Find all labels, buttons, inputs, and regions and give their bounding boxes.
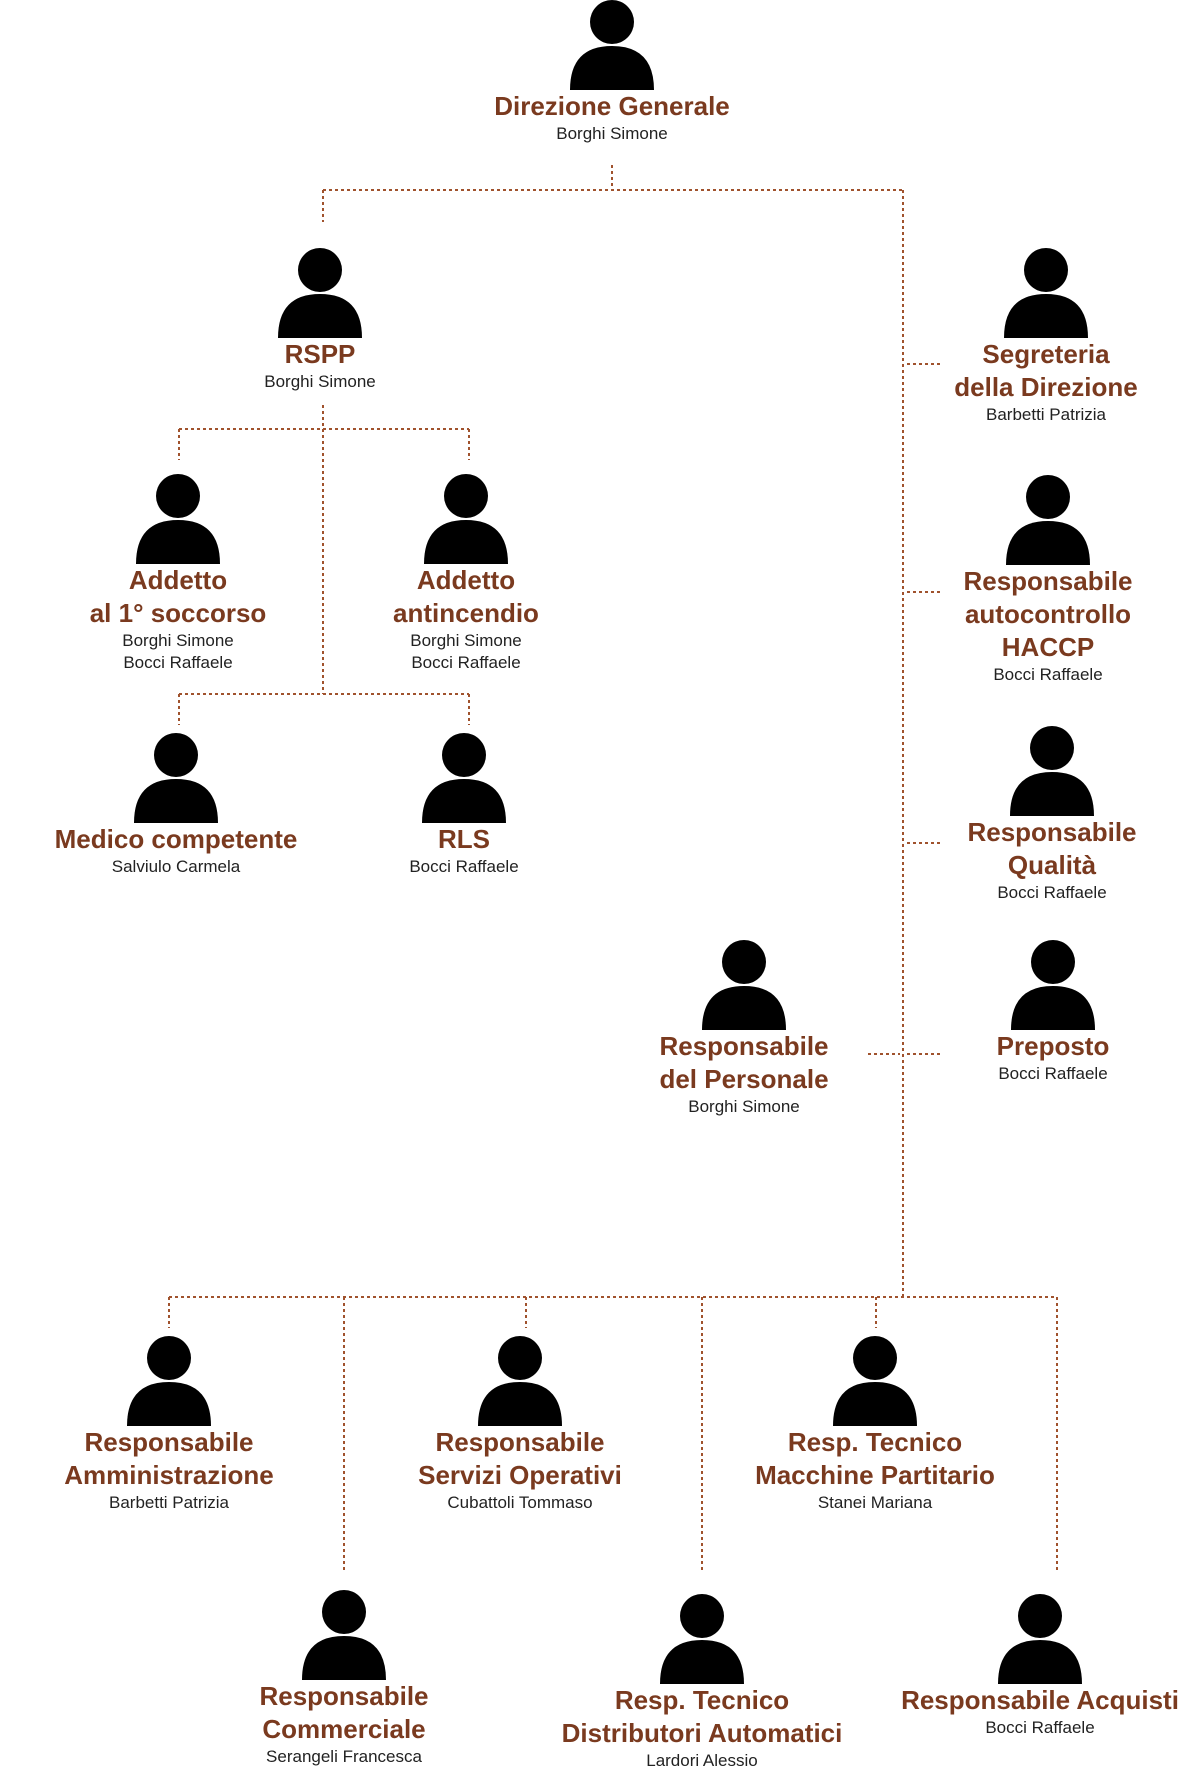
node-addetto-soccorso: Addetto al 1° soccorso Borghi Simone Boc… xyxy=(18,474,338,674)
node-person: Borghi Simone xyxy=(410,631,522,650)
node-person: Bocci Raffaele xyxy=(997,883,1107,902)
node-title: Resp. Tecnico Macchine Partitario xyxy=(755,1427,995,1490)
node-title: Resp. Tecnico Distributori Automatici xyxy=(561,1685,843,1748)
node-title: Responsabile Acquisti xyxy=(901,1685,1179,1715)
node-preposto: Preposto Bocci Raffaele xyxy=(893,940,1200,1085)
node-rspp: RSPP Borghi Simone xyxy=(160,248,480,393)
node-title: Addetto antincendio xyxy=(393,565,539,628)
person-icon xyxy=(422,733,506,823)
node-title: Preposto xyxy=(996,1031,1110,1061)
node-person: Borghi Simone xyxy=(264,372,376,391)
node-title: RLS xyxy=(438,824,490,854)
node-person: Barbetti Patrizia xyxy=(986,405,1106,424)
node-person: Cubattoli Tommaso xyxy=(447,1493,593,1512)
node-person: Stanei Mariana xyxy=(817,1493,933,1512)
node-tecnico-macchine: Resp. Tecnico Macchine Partitario Stanei… xyxy=(715,1336,1035,1514)
node-personale: Responsabile del Personale Borghi Simone xyxy=(584,940,904,1118)
person-icon xyxy=(1010,726,1094,816)
node-person: Bocci Raffaele xyxy=(123,653,233,672)
node-direzione-generale: Direzione Generale Borghi Simone xyxy=(452,0,772,145)
person-icon xyxy=(278,248,362,338)
person-icon xyxy=(127,1336,211,1426)
node-person: Salviulo Carmela xyxy=(111,857,241,876)
node-rls: RLS Bocci Raffaele xyxy=(304,733,624,878)
person-icon xyxy=(998,1594,1082,1684)
node-person: Barbetti Patrizia xyxy=(109,1493,229,1512)
node-title: Responsabile Amministrazione xyxy=(64,1427,274,1490)
node-person: Lardori Alessio xyxy=(646,1751,758,1770)
node-commerciale: Responsabile Commerciale Serangeli Franc… xyxy=(184,1590,504,1768)
person-icon xyxy=(302,1590,386,1680)
node-segreteria: Segreteria della Direzione Barbetti Patr… xyxy=(886,248,1200,426)
node-person: Serangeli Francesca xyxy=(266,1747,422,1766)
node-servizi-operativi: Responsabile Servizi Operativi Cubattoli… xyxy=(360,1336,680,1514)
node-person: Borghi Simone xyxy=(688,1097,800,1116)
node-tecnico-distributori: Resp. Tecnico Distributori Automatici La… xyxy=(542,1594,862,1772)
node-title: Responsabile Servizi Operativi xyxy=(418,1427,622,1490)
node-title: Responsabile Commerciale xyxy=(259,1681,429,1744)
node-person: Borghi Simone xyxy=(556,124,668,143)
person-icon xyxy=(1006,475,1090,565)
person-icon xyxy=(1004,248,1088,338)
person-icon xyxy=(660,1594,744,1684)
node-person: Borghi Simone xyxy=(122,631,234,650)
node-person: Bocci Raffaele xyxy=(993,665,1103,684)
node-person: Bocci Raffaele xyxy=(411,653,521,672)
node-title: Responsabile Qualità xyxy=(967,817,1137,880)
person-icon xyxy=(134,733,218,823)
node-title: Addetto al 1° soccorso xyxy=(89,565,267,628)
person-icon xyxy=(833,1336,917,1426)
person-icon xyxy=(1011,940,1095,1030)
node-haccp: Responsabile autocontrollo HACCP Bocci R… xyxy=(888,475,1200,686)
node-qualita: Responsabile Qualità Bocci Raffaele xyxy=(892,726,1200,904)
node-title: RSPP xyxy=(284,339,356,369)
person-icon xyxy=(702,940,786,1030)
node-title: Medico competente xyxy=(54,824,298,854)
node-title: Segreteria della Direzione xyxy=(954,339,1138,402)
person-icon xyxy=(570,0,654,90)
node-person: Bocci Raffaele xyxy=(985,1718,1095,1737)
person-icon xyxy=(478,1336,562,1426)
node-amministrazione: Responsabile Amministrazione Barbetti Pa… xyxy=(9,1336,329,1514)
node-person: Bocci Raffaele xyxy=(998,1064,1108,1083)
node-title: Responsabile del Personale xyxy=(659,1031,829,1094)
node-acquisti: Responsabile Acquisti Bocci Raffaele xyxy=(880,1594,1200,1739)
node-title: Direzione Generale xyxy=(494,91,730,121)
person-icon xyxy=(136,474,220,564)
node-medico: Medico competente Salviulo Carmela xyxy=(16,733,336,878)
person-icon xyxy=(424,474,508,564)
node-title: Responsabile autocontrollo HACCP xyxy=(963,566,1133,662)
node-addetto-antincendio: Addetto antincendio Borghi Simone Bocci … xyxy=(306,474,626,674)
node-person: Bocci Raffaele xyxy=(409,857,519,876)
